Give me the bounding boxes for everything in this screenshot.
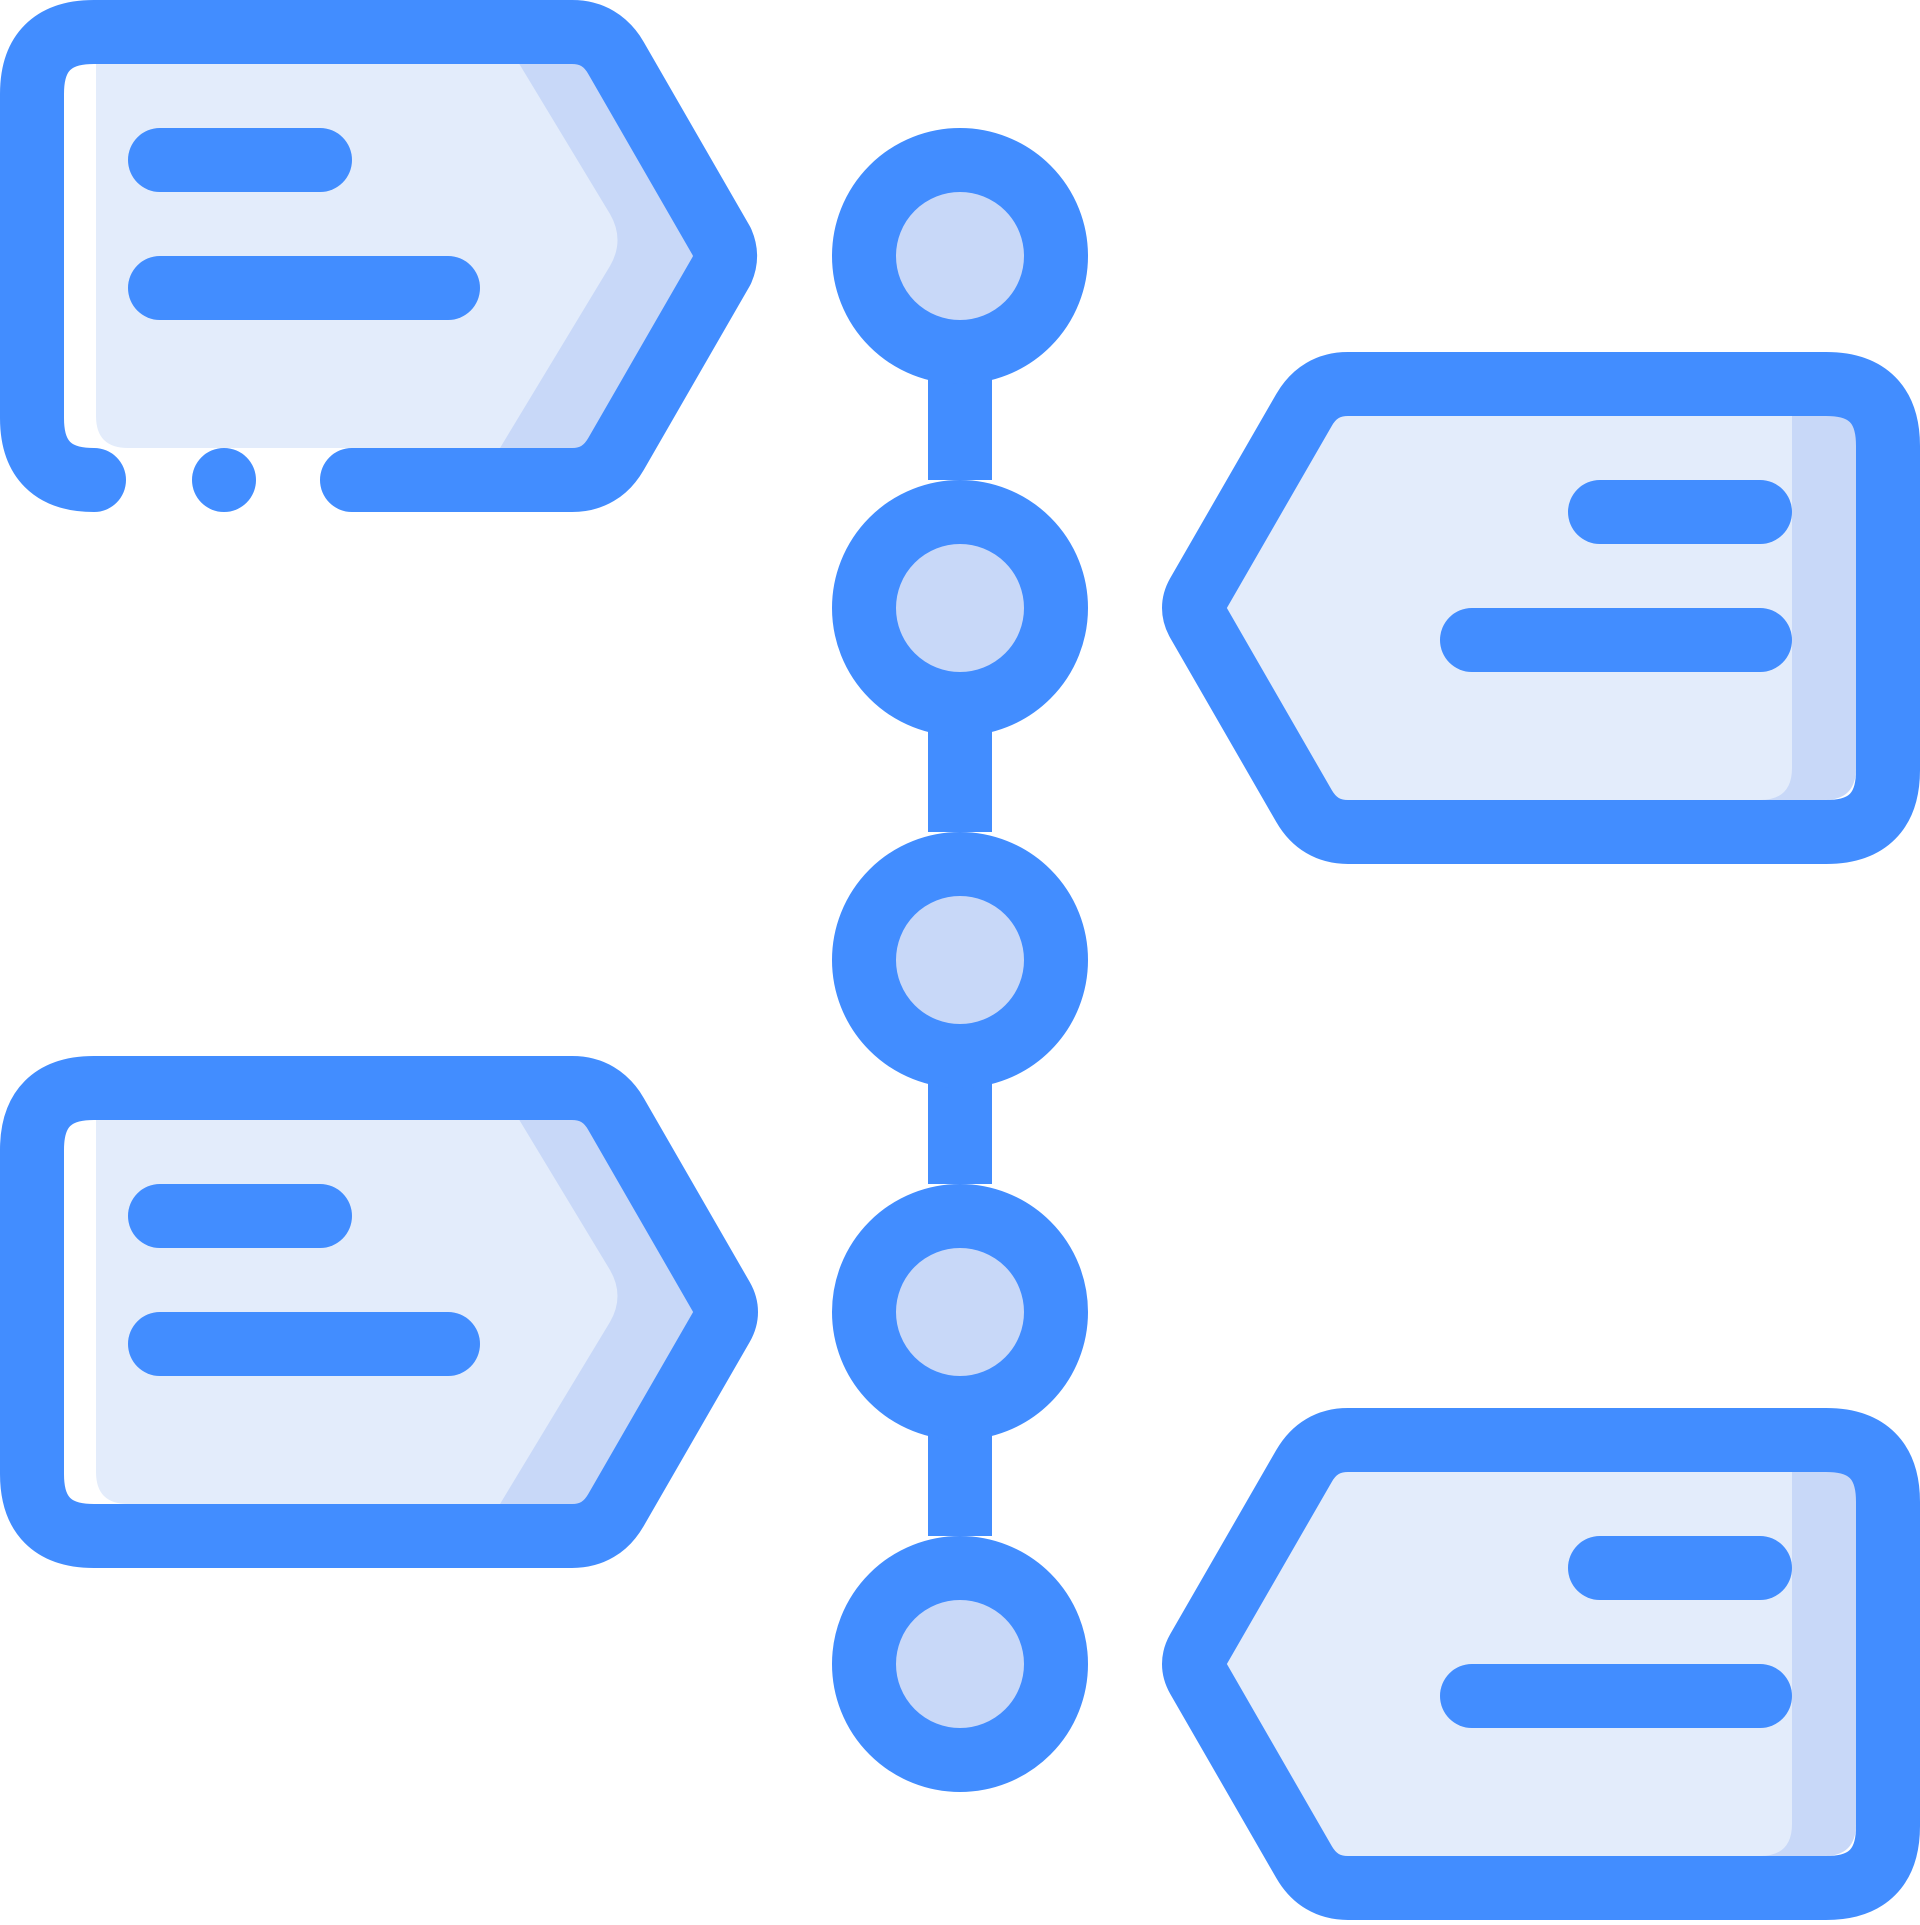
timeline-spine (832, 128, 1088, 1792)
timeline-card-3 (0, 1056, 758, 1568)
timeline-node-3 (832, 832, 1088, 1088)
card-4-shade (1760, 1440, 1856, 1856)
timeline-node-2 (832, 480, 1088, 736)
card-4-outline (1162, 1408, 1920, 1920)
timeline-node-5 (832, 1536, 1088, 1792)
timeline-card-4 (1162, 1408, 1920, 1920)
timeline-card-2 (1162, 352, 1920, 864)
timeline-node-1 (832, 128, 1088, 384)
timeline-node-4 (832, 1184, 1088, 1440)
card-3-outline (0, 1056, 758, 1568)
timeline-card-1 (0, 0, 757, 512)
card-1-dot-icon (192, 448, 256, 512)
card-1-outline (0, 0, 757, 512)
card-2-outline (1162, 352, 1920, 864)
card-2-shade (1760, 384, 1856, 800)
